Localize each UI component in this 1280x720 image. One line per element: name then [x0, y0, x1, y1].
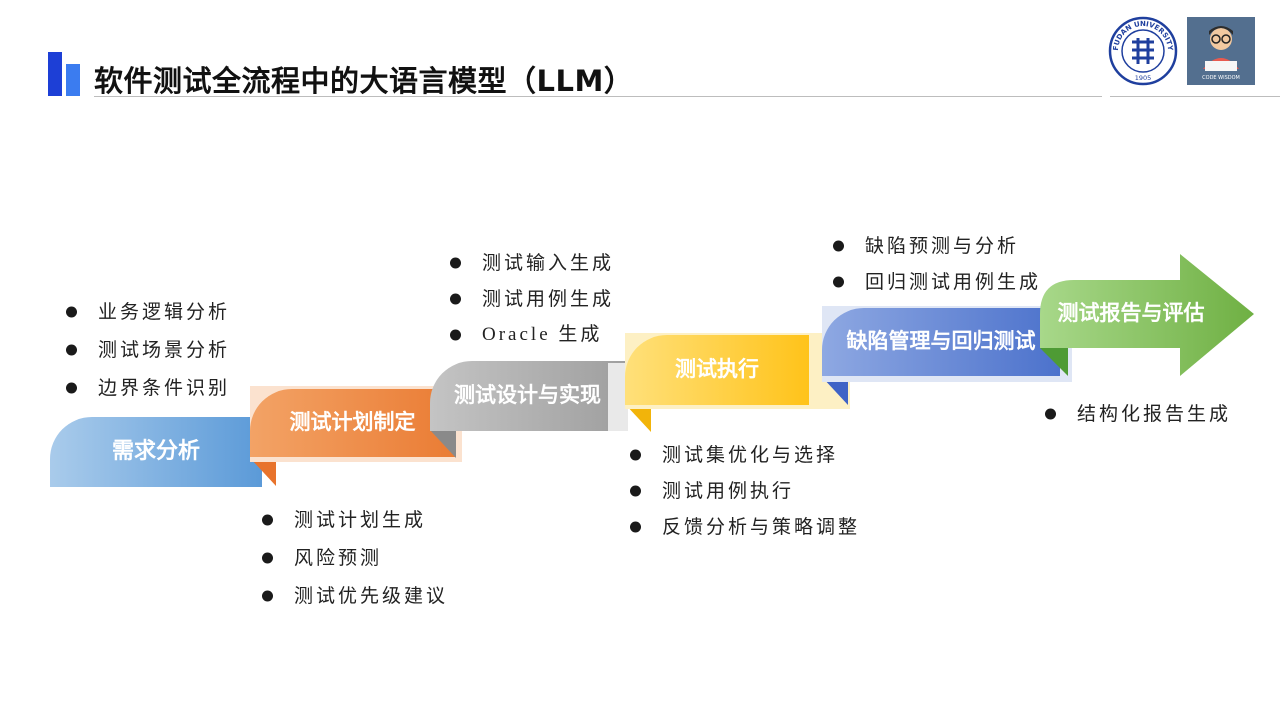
list-item: 边界条件识别	[66, 369, 230, 407]
list-item: 风险预测	[262, 539, 448, 577]
report-bullets: 结构化报告生成	[1045, 396, 1231, 432]
title-underline	[94, 96, 1102, 97]
list-item: 缺陷预测与分析	[833, 228, 1041, 264]
stage-defect-regression-fold	[1040, 348, 1068, 376]
stage-report-label: 测试报告与评估	[1057, 301, 1205, 326]
design-bullets: 测试输入生成 测试用例生成 Oracle 生成	[450, 245, 614, 353]
title-accent-bars	[48, 50, 86, 100]
list-item: 业务逻辑分析	[66, 293, 230, 331]
list-item: 回归测试用例生成	[833, 264, 1041, 300]
code-wisdom-logo: CODE WISDOM	[1187, 17, 1255, 85]
fudan-university-logo: FUDAN UNIVERSITY 1905	[1108, 16, 1178, 86]
list-item: 测试优先级建议	[262, 577, 448, 615]
stage-requirements-label: 需求分析	[50, 417, 262, 487]
defect-bullets: 缺陷预测与分析 回归测试用例生成	[833, 228, 1041, 300]
stage-defect-regression-label: 缺陷管理与回归测试	[822, 308, 1060, 376]
execution-bullets: 测试集优化与选择 测试用例执行 反馈分析与策略调整	[630, 437, 860, 545]
list-item: 测试用例执行	[630, 473, 860, 509]
requirements-bullets: 业务逻辑分析 测试场景分析 边界条件识别	[66, 293, 230, 407]
list-item: 测试场景分析	[66, 331, 230, 369]
title-underline-right	[1110, 96, 1280, 97]
stage-test-planning-fold	[430, 430, 456, 458]
page-title: 软件测试全流程中的大语言模型（LLM）	[94, 64, 634, 98]
svg-text:1905: 1905	[1135, 74, 1152, 82]
svg-text:CODE WISDOM: CODE WISDOM	[1202, 75, 1240, 81]
list-item: 测试集优化与选择	[630, 437, 860, 473]
list-item: 反馈分析与策略调整	[630, 509, 860, 545]
list-item: 测试用例生成	[450, 281, 614, 317]
stage-test-execution-label: 测试执行	[625, 335, 809, 405]
list-item: 测试输入生成	[450, 245, 614, 281]
stage-requirements-fold	[250, 458, 276, 486]
list-item: 测试计划生成	[262, 501, 448, 539]
planning-bullets: 测试计划生成 风险预测 测试优先级建议	[262, 501, 448, 615]
stage-test-planning-label: 测试计划制定	[250, 389, 455, 457]
stage-test-design-label: 测试设计与实现	[430, 361, 625, 431]
list-item: Oracle 生成	[450, 317, 614, 353]
stage-report-arrow	[1040, 254, 1254, 376]
list-item: 结构化报告生成	[1045, 396, 1231, 432]
